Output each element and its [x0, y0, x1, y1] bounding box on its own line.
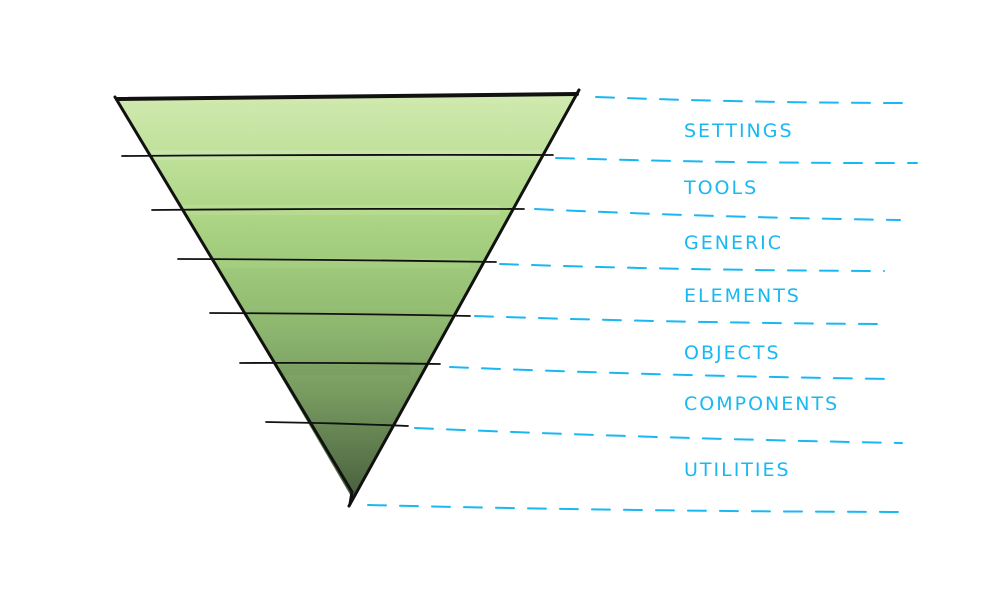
- layer-label-components: Components: [684, 393, 840, 415]
- guide-dash-line: [414, 427, 903, 444]
- band-divider-line: [121, 153, 554, 157]
- layer-label-tools: Tools: [684, 177, 759, 199]
- triangle-body: [118, 94, 577, 498]
- triangle-edge: [347, 88, 581, 508]
- guide-dash-line: [474, 315, 885, 325]
- fill-streak: [250, 310, 440, 320]
- band-divider-line: [151, 207, 525, 211]
- guide-dash-line: [595, 96, 913, 104]
- guide-dash-line: [499, 263, 885, 272]
- band-divider-line: [239, 361, 441, 365]
- guide-dash-line: [367, 504, 911, 513]
- guide-dash-line: [449, 366, 891, 380]
- layer-label-utilities: Utilities: [684, 459, 791, 481]
- guide-dash-line: [534, 208, 901, 221]
- layer-label-elements: Elements: [684, 285, 801, 307]
- layer-label-settings: Settings: [684, 120, 794, 142]
- fill-streak: [180, 205, 500, 215]
- band-divider-line: [177, 258, 497, 263]
- guide-dash-line: [555, 157, 918, 165]
- layer-label-objects: Objects: [684, 342, 781, 364]
- fill-streak: [220, 258, 470, 268]
- guide-dashes: [367, 96, 918, 513]
- fill-streak: [280, 365, 410, 375]
- triangle-edge: [116, 92, 579, 101]
- triangle-outline: [113, 88, 581, 508]
- layer-label-generic: Generic: [684, 232, 784, 254]
